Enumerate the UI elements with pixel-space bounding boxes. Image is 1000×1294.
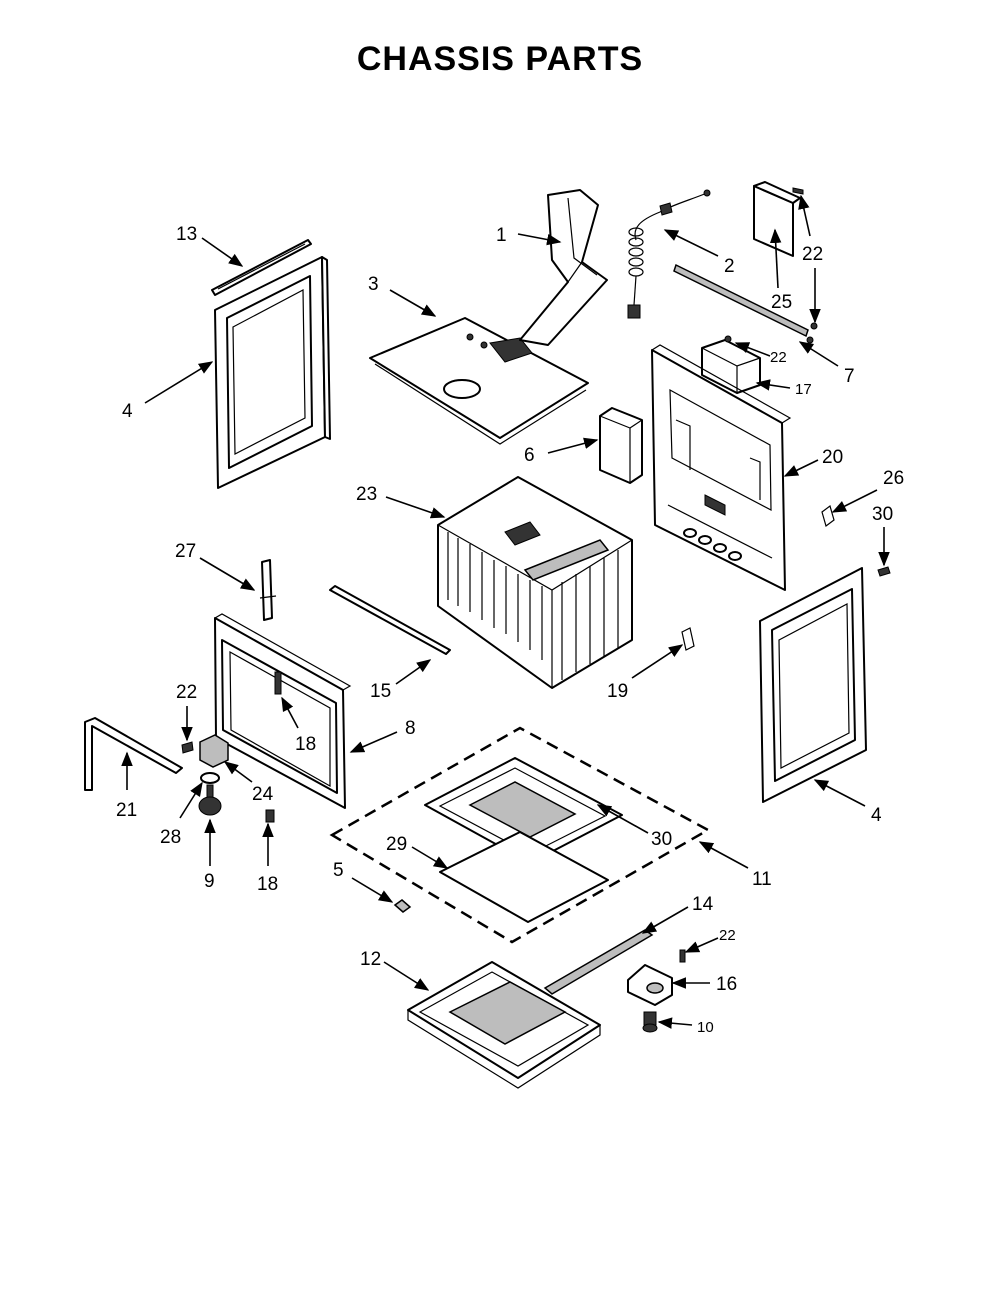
- part-21-side-rail: [84, 717, 183, 791]
- part-1-vent-duct: [519, 189, 608, 346]
- callout-18-upper: 18: [295, 734, 316, 755]
- callout-labels: 1 2 3 4 13 22 25 7 22 17 20 6 26 30 23 2…: [116, 224, 904, 1036]
- callout-4-left: 4: [122, 401, 133, 422]
- part-9-leveling-leg: [198, 784, 222, 816]
- callout-25: 25: [771, 292, 792, 313]
- callout-15: 15: [370, 681, 391, 702]
- part-10-leveling-leg: [642, 1011, 658, 1033]
- callout-18-lower: 18: [257, 874, 278, 895]
- callout-23: 23: [356, 484, 377, 505]
- part-13-trim-strip: [211, 239, 312, 296]
- callout-22-top: 22: [802, 244, 823, 265]
- part-29-insulation: [439, 831, 609, 923]
- callout-22-bracket: 22: [770, 349, 787, 366]
- callout-30-bottom: 30: [651, 829, 672, 850]
- part-20-rear-panel: [651, 344, 792, 591]
- leader-lines: [121, 194, 890, 1029]
- callout-7: 7: [844, 366, 855, 387]
- part-18-screw-upper: [274, 671, 282, 695]
- callout-12: 12: [360, 949, 381, 970]
- callout-1: 1: [496, 225, 507, 246]
- callout-30-top: 30: [872, 504, 893, 525]
- part-30-bake-element: [424, 757, 623, 864]
- part-6-control-box: [599, 407, 643, 484]
- part-15-rail: [329, 585, 451, 655]
- part-14-drawer-rail: [543, 929, 654, 995]
- callout-11: 11: [752, 869, 772, 890]
- part-22-screw-top: [792, 187, 804, 195]
- part-8-front-frame: [214, 613, 352, 809]
- callout-13: 13: [176, 224, 197, 245]
- part-28-washer: [200, 772, 220, 784]
- callout-9: 9: [204, 871, 215, 892]
- callout-3: 3: [368, 274, 379, 295]
- callout-6: 6: [524, 445, 535, 466]
- callout-29: 29: [386, 834, 407, 855]
- part-7-rod: [673, 263, 818, 344]
- part-22-screw-lower-right: [679, 949, 686, 963]
- part-23-oven-cavity: [437, 476, 633, 689]
- part-27-hinge: [259, 559, 277, 621]
- part-22-screw-left: [181, 741, 194, 754]
- part-30-screw-right: [877, 566, 891, 577]
- part-25-bracket: [753, 181, 801, 257]
- callout-21: 21: [116, 800, 137, 821]
- callout-14: 14: [692, 894, 714, 915]
- part-4-right-side-panel: [759, 567, 867, 803]
- callout-16: 16: [716, 974, 737, 995]
- callout-2: 2: [724, 256, 735, 277]
- callout-5: 5: [333, 860, 344, 881]
- callout-27: 27: [175, 541, 196, 562]
- part-3-top-panel: [369, 317, 589, 445]
- callout-10: 10: [697, 1019, 714, 1036]
- callout-28: 28: [160, 827, 181, 848]
- part-17-bracket: [701, 335, 761, 394]
- callout-22-lower-right: 22: [719, 927, 736, 944]
- part-2-power-cord: [627, 189, 711, 319]
- part-24-leveling-bracket: [199, 734, 229, 768]
- callout-22-left: 22: [176, 682, 197, 703]
- callout-8: 8: [405, 718, 416, 739]
- callout-19: 19: [607, 681, 628, 702]
- callout-17: 17: [795, 381, 812, 398]
- part-26-clip: [821, 504, 835, 528]
- callout-4-right: 4: [871, 805, 882, 826]
- part-18-screw-lower: [265, 809, 275, 823]
- page-title: CHASSIS PARTS: [356, 40, 644, 78]
- part-5-clip: [393, 899, 412, 913]
- part-12-bottom-pan: [407, 961, 601, 1089]
- part-16-leveling-bracket: [627, 964, 673, 1006]
- callout-24: 24: [252, 784, 274, 805]
- part-19-clip: [681, 627, 695, 651]
- callout-20: 20: [822, 447, 843, 468]
- part-11-bottom-assembly-outline: [329, 726, 711, 944]
- part-4-left-side-panel: [214, 256, 331, 489]
- callout-26: 26: [883, 468, 904, 489]
